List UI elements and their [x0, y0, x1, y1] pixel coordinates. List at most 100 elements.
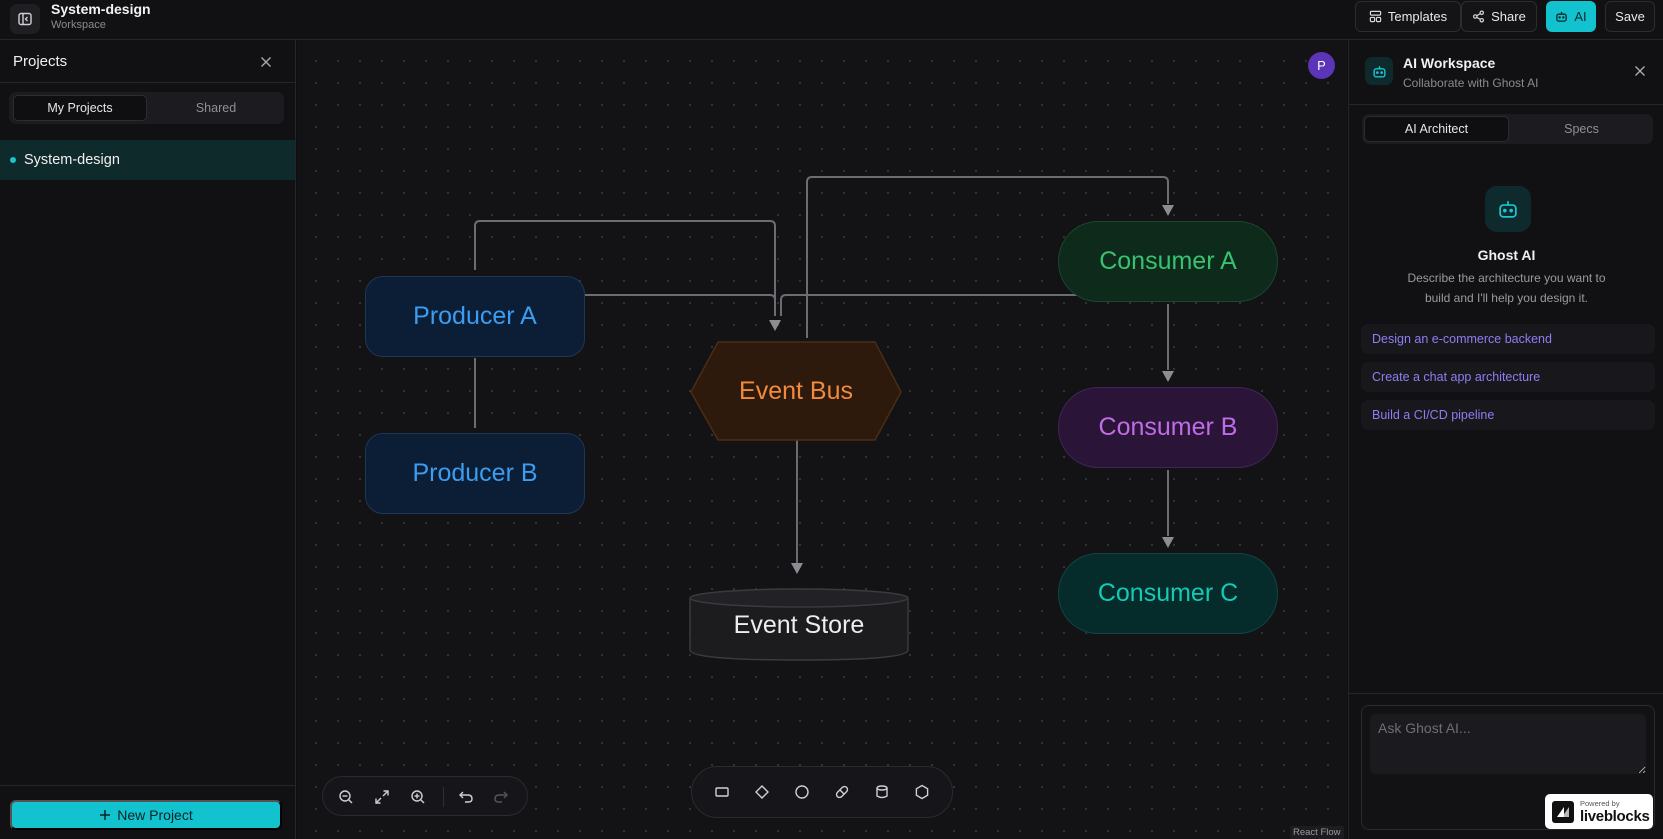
circle-icon: [795, 785, 809, 799]
suggestion-ecommerce[interactable]: Design an e-commerce backend: [1361, 324, 1655, 354]
node-producer-a[interactable]: Producer A: [365, 276, 585, 357]
node-consumer-a[interactable]: Consumer A: [1058, 221, 1278, 302]
ai-tabs: AI Architect Specs: [1362, 114, 1653, 144]
share-icon: [1473, 10, 1485, 23]
projects-sidebar: Projects My Projects Shared System-desig…: [0, 40, 296, 839]
workspace-label: Workspace: [51, 19, 106, 31]
node-consumer-b[interactable]: Consumer B: [1058, 387, 1278, 468]
project-list-item[interactable]: System-design: [0, 140, 295, 180]
bot-icon: [1556, 11, 1568, 22]
ai-label: AI: [1574, 9, 1587, 24]
zoom-in-button[interactable]: [408, 787, 428, 807]
chat-composer: [1361, 705, 1655, 830]
divider: [0, 82, 296, 83]
project-name: System-design: [24, 152, 120, 168]
ai-button[interactable]: AI: [1546, 1, 1596, 32]
sidebar-toggle-icon: [18, 12, 32, 26]
zoom-controls: [322, 776, 528, 816]
edge-producer-a-to-event-bus: [474, 220, 776, 316]
share-button[interactable]: Share: [1461, 1, 1537, 32]
ghost-ai-title: Ghost AI: [1477, 247, 1536, 263]
react-flow-attribution[interactable]: React Flow: [1290, 826, 1344, 839]
templates-icon: [1369, 10, 1382, 23]
rectangle-icon: [715, 787, 729, 797]
event-bus-shape: [690, 341, 902, 441]
node-event-bus[interactable]: Event Bus: [691, 342, 901, 440]
zoom-in-icon: [411, 790, 425, 804]
diagram-canvas[interactable]: Producer A Producer B Event Bus Event St…: [297, 40, 1347, 839]
node-label: Consumer A: [1099, 247, 1237, 275]
node-producer-b[interactable]: Producer B: [365, 433, 585, 514]
divider: [443, 787, 444, 807]
cylinder-tool-button[interactable]: [872, 782, 892, 802]
pill-tool-button[interactable]: [832, 782, 852, 802]
node-label: Consumer C: [1097, 579, 1239, 607]
edge-consumer-a-to-event-bus: [780, 294, 1081, 316]
redo-button[interactable]: [491, 787, 511, 807]
bot-icon: [1499, 201, 1517, 218]
close-icon: [261, 57, 271, 67]
hexagon-icon: [915, 784, 929, 800]
circle-tool-button[interactable]: [792, 782, 812, 802]
liveblocks-brand: liveblocks: [1580, 808, 1650, 825]
tab-specs[interactable]: Specs: [1564, 122, 1599, 136]
diamond-tool-button[interactable]: [752, 782, 772, 802]
rectangle-tool-button[interactable]: [712, 782, 732, 802]
close-sidebar-button[interactable]: [257, 53, 275, 71]
templates-button[interactable]: Templates: [1355, 1, 1461, 32]
suggestion-chat-app[interactable]: Create a chat app architecture: [1361, 362, 1655, 392]
undo-icon: [459, 791, 473, 803]
arrowhead: [1162, 537, 1174, 548]
node-label: Event Bus: [739, 376, 853, 405]
undo-button[interactable]: [456, 787, 476, 807]
node-event-store[interactable]: Event Store: [690, 600, 908, 650]
close-ai-panel-button[interactable]: [1631, 62, 1649, 80]
tab-ai-architect[interactable]: AI Architect: [1364, 116, 1509, 142]
projects-tabs: My Projects Shared: [9, 92, 284, 124]
user-avatar[interactable]: P: [1308, 52, 1335, 79]
liveblocks-badge[interactable]: Powered by liveblocks: [1545, 794, 1653, 829]
edge-producer-a-right: [585, 294, 776, 301]
zoom-out-icon: [339, 790, 353, 804]
ask-ghost-input[interactable]: [1370, 714, 1646, 774]
powered-by-label: Powered by: [1580, 799, 1620, 808]
pill-icon: [835, 785, 849, 799]
node-consumer-c[interactable]: Consumer C: [1058, 553, 1278, 634]
divider: [1349, 104, 1663, 105]
tab-shared[interactable]: Shared: [195, 101, 237, 115]
top-bar: System-design Workspace Templates Share …: [0, 0, 1663, 40]
templates-label: Templates: [1387, 9, 1448, 24]
node-label: Producer A: [413, 302, 537, 330]
new-project-button[interactable]: New Project: [10, 800, 282, 830]
plus-icon: [100, 810, 111, 820]
shape-toolbar: [691, 766, 953, 818]
redo-icon: [494, 791, 508, 803]
zoom-out-button[interactable]: [336, 787, 356, 807]
ghost-ai-description: Describe the architecture you want to bu…: [1407, 271, 1606, 305]
suggestion-cicd[interactable]: Build a CI/CD pipeline: [1361, 400, 1655, 430]
fit-view-button[interactable]: [372, 787, 392, 807]
divider: [0, 785, 296, 786]
event-store-shape: [689, 588, 909, 661]
projects-title: Projects: [13, 53, 68, 70]
save-button[interactable]: Save: [1605, 1, 1655, 32]
ai-workspace-panel: AI Workspace Collaborate with Ghost AI A…: [1348, 40, 1663, 839]
project-title: System-design: [51, 1, 151, 17]
expand-icon: [375, 790, 389, 804]
new-project-label: New Project: [117, 807, 193, 823]
node-label: Producer B: [412, 459, 538, 487]
ghost-ai-badge: [1485, 186, 1531, 232]
cylinder-icon: [876, 785, 888, 799]
ai-panel-title: AI Workspace: [1403, 55, 1496, 71]
share-label: Share: [1491, 9, 1526, 24]
arrowhead: [1162, 205, 1174, 216]
ai-badge: [1365, 57, 1393, 85]
divider: [1349, 693, 1663, 694]
edge-event-bus-to-consumer-a: [806, 176, 1169, 338]
liveblocks-logo-icon: [1552, 801, 1574, 823]
tab-my-projects[interactable]: My Projects: [13, 95, 147, 121]
sidebar-toggle-button[interactable]: [10, 4, 40, 34]
arrowhead: [1162, 371, 1174, 382]
hexagon-tool-button[interactable]: [912, 782, 932, 802]
bot-icon: [1372, 65, 1386, 78]
